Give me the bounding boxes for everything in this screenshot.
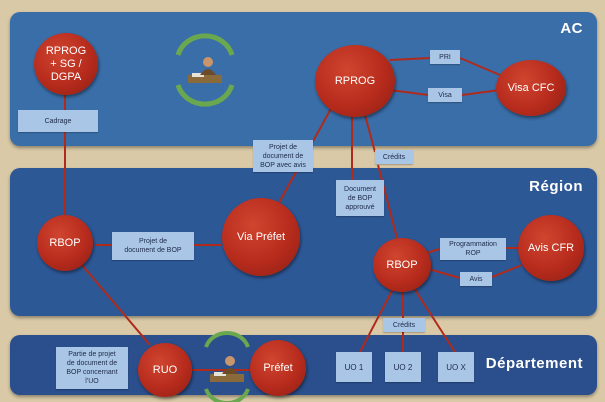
connector-rprog-pri xyxy=(389,57,431,61)
band-departement-title: Département xyxy=(485,355,583,372)
node-prefet: Préfet xyxy=(250,340,306,396)
connector-visa-rprog xyxy=(389,89,429,96)
node-via-prefet: Via Préfet xyxy=(222,198,300,276)
node-ruo: RUO xyxy=(138,343,192,397)
label-cadrage: Cadrage xyxy=(18,110,98,132)
band-region-title: Région xyxy=(529,178,583,195)
connector-avis-rbop xyxy=(424,267,461,279)
connector-pri-visacfc xyxy=(459,57,501,76)
label-pri: PRI xyxy=(430,50,460,64)
label-credits-top: Crédits xyxy=(375,150,413,164)
label-projet-bop: Projet de document de BOP xyxy=(112,232,194,260)
label-visa: Visa xyxy=(428,88,462,102)
label-uo1: UO 1 xyxy=(336,352,372,382)
label-avis: Avis xyxy=(460,272,492,286)
connector-credits-rbop xyxy=(377,164,399,243)
connector-aviscfr-avis xyxy=(491,264,523,278)
node-visa-cfc: Visa CFC xyxy=(496,60,566,116)
connector-rbop-uo1 xyxy=(359,284,396,353)
cycle-arrows-top xyxy=(175,33,235,107)
node-avis-cfr: Avis CFR xyxy=(518,215,584,281)
label-uo2: UO 2 xyxy=(385,352,421,382)
label-credits-bottom: Crédits xyxy=(383,318,425,332)
connector-visacfc-visa xyxy=(461,89,501,96)
label-document-approuve: Document de BOP approuvé xyxy=(336,180,384,216)
band-ac-title: AC xyxy=(560,20,583,37)
connector-rbop-ruo xyxy=(81,264,151,346)
label-uox: UO X xyxy=(438,352,474,382)
label-partie-projet: Partie de projet de document de BOP conc… xyxy=(56,347,128,389)
label-projet-avec-avis: Projet de document de BOP avec avis xyxy=(253,140,313,172)
cycle-arrows-bottom xyxy=(204,331,250,402)
person-at-desk-icon xyxy=(208,354,246,384)
person-at-desk-icon xyxy=(186,55,224,85)
node-rprog: RPROG xyxy=(315,45,395,117)
node-rprog-sg-dgpa: RPROG + SG / DGPA xyxy=(34,33,98,95)
node-rbop-left: RBOP xyxy=(37,215,93,271)
connector-rbop-uox xyxy=(411,284,456,353)
label-programmation: Programmation ROP xyxy=(440,238,506,260)
node-rbop-right: RBOP xyxy=(373,238,431,292)
connector-rprog-credits xyxy=(364,114,376,153)
